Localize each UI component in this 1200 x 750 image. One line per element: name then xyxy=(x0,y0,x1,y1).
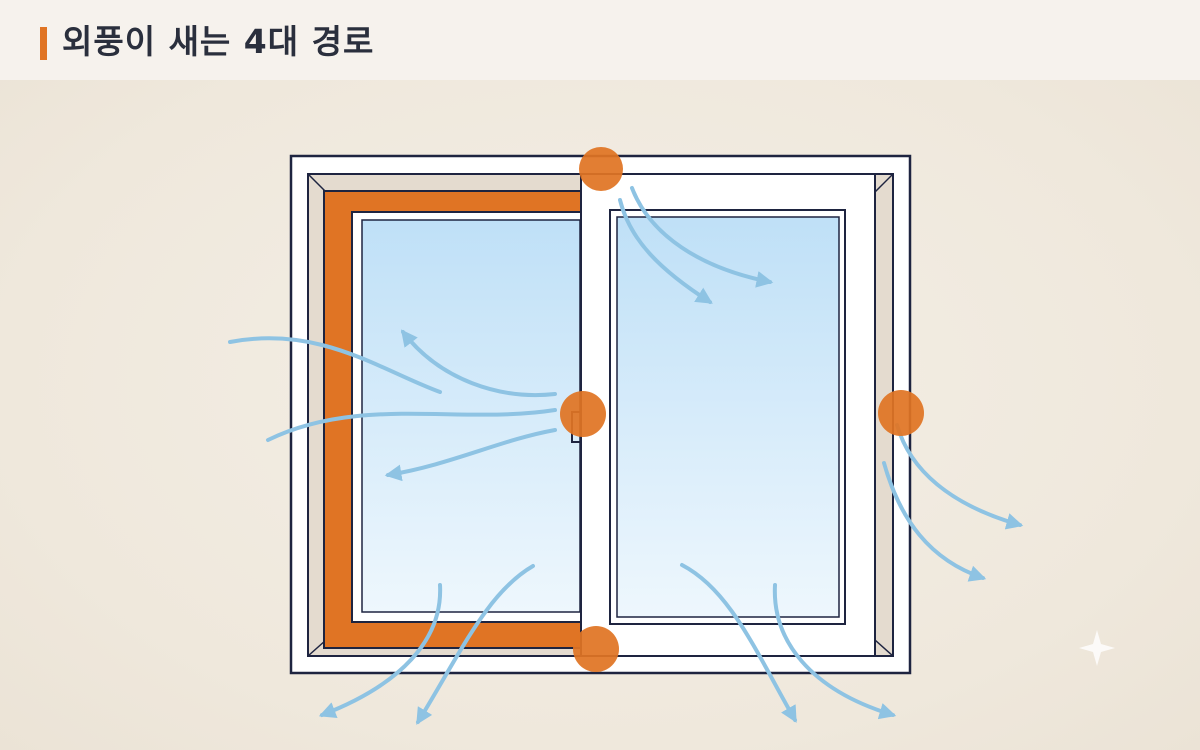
leak-point-center-marker xyxy=(560,391,606,437)
right-sash xyxy=(580,173,876,657)
airflow-arrow xyxy=(318,583,443,719)
header-bar: 외풍이 새는 4대 경로 xyxy=(0,0,1200,80)
airflow-arrow xyxy=(630,186,774,288)
airflow-arrow xyxy=(772,583,897,720)
airflow-arrow xyxy=(416,564,535,725)
leak-point-right-marker xyxy=(878,390,924,436)
airflow-arrows xyxy=(228,186,1024,725)
airflow-arrow xyxy=(882,461,987,582)
airflow-arrow xyxy=(400,329,557,397)
right-glass-pane xyxy=(616,216,840,618)
airflow-arrow xyxy=(618,198,713,304)
airflow-arrow xyxy=(384,428,557,482)
airflow-arrow xyxy=(895,423,1024,530)
airflow-arrow xyxy=(228,336,442,394)
title-accent-bar xyxy=(40,27,47,60)
leak-point-top-marker xyxy=(579,147,623,191)
page-title: 외풍이 새는 4대 경로 xyxy=(62,22,375,61)
left-sash xyxy=(323,190,583,649)
airflow-arrow xyxy=(266,408,557,442)
sparkle-icon xyxy=(1079,630,1115,666)
airflow-arrow xyxy=(680,563,797,723)
leak-point-bottom-marker xyxy=(573,626,619,672)
